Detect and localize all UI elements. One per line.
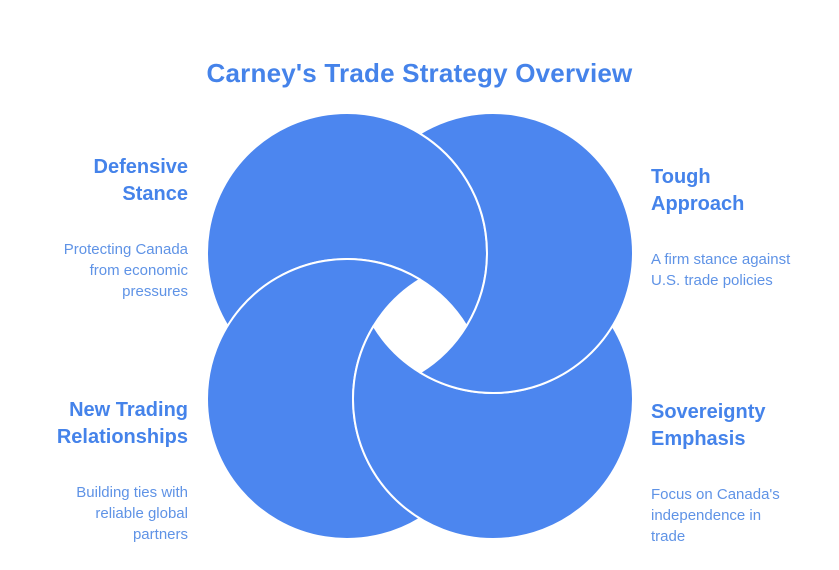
section-description: A firm stance against U.S. trade policie… [651,251,791,289]
section-heading: Tough Approach [651,166,745,215]
section-sovereignty-emphasis: Sovereignty Emphasis Focus on Canada's i… [651,381,829,565]
section-defensive-stance: Defensive Stance Protecting Canada from … [24,136,188,320]
section-description: Protecting Canada from economic pressure… [63,241,188,300]
section-heading: Sovereignty Emphasis [651,401,766,450]
section-new-trading-relationships: New Trading Relationships Building ties … [24,379,188,563]
section-heading: New Trading Relationships [56,399,188,448]
section-description: Building ties with reliable global partn… [76,484,188,543]
petal-top-right-icon [419,112,634,394]
section-description: Focus on Canada's independence in trade [651,486,780,545]
section-tough-approach: Tough Approach A firm stance against U.S… [651,146,829,309]
page-title: Carney's Trade Strategy Overview [206,58,633,88]
section-heading: Defensive Stance [93,156,189,205]
